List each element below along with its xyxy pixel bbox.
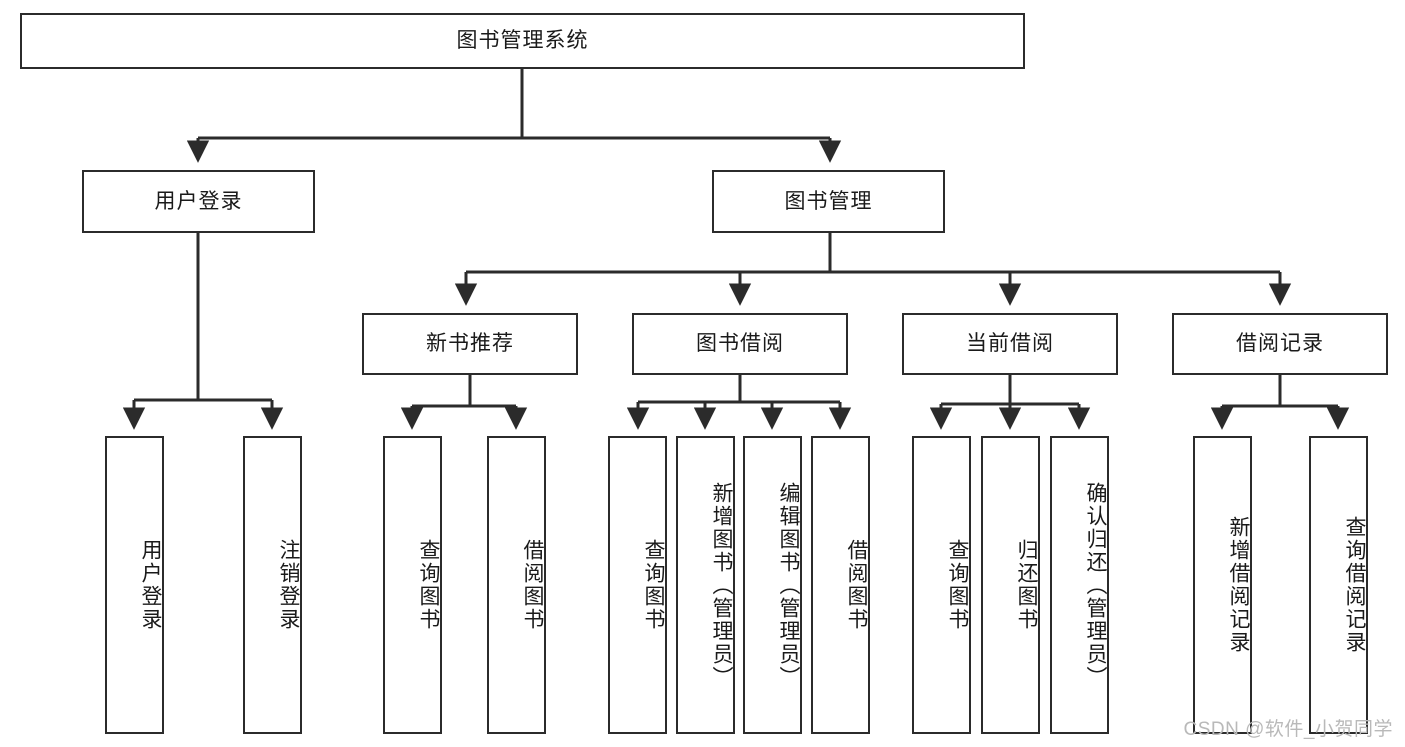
node-leaf-confirm-return-label: 确认归还（管理员） [1084, 481, 1107, 689]
node-leaf-borrow-book-1[interactable]: 借阅图书 [487, 436, 546, 734]
node-leaf-query-record-label: 查询借阅记录 [1343, 516, 1366, 654]
node-leaf-borrow-book-2-label: 借阅图书 [845, 539, 868, 631]
node-borrow-record[interactable]: 借阅记录 [1172, 313, 1388, 375]
watermark-text: CSDN @软件_小贺同学 [1183, 719, 1393, 740]
node-leaf-add-record[interactable]: 新增借阅记录 [1193, 436, 1252, 734]
node-leaf-edit-book[interactable]: 编辑图书（管理员） [743, 436, 802, 734]
node-borrow-record-label: 借阅记录 [1236, 332, 1324, 356]
node-book-borrow[interactable]: 图书借阅 [632, 313, 848, 375]
node-book-manage[interactable]: 图书管理 [712, 170, 945, 233]
node-leaf-user-login-label: 用户登录 [139, 539, 162, 631]
node-user-login-label: 用户登录 [154, 189, 243, 213]
node-leaf-query-record[interactable]: 查询借阅记录 [1309, 436, 1368, 734]
node-leaf-edit-book-label: 编辑图书（管理员） [777, 481, 800, 689]
node-leaf-user-login[interactable]: 用户登录 [105, 436, 164, 734]
node-leaf-return-book[interactable]: 归还图书 [981, 436, 1040, 734]
node-current-borrow[interactable]: 当前借阅 [902, 313, 1118, 375]
node-leaf-borrow-book-2[interactable]: 借阅图书 [811, 436, 870, 734]
node-leaf-query-book-3[interactable]: 查询图书 [912, 436, 971, 734]
node-leaf-user-logout[interactable]: 注销登录 [243, 436, 302, 734]
node-user-login[interactable]: 用户登录 [82, 170, 315, 233]
node-new-book-recommend[interactable]: 新书推荐 [362, 313, 578, 375]
node-current-borrow-label: 当前借阅 [966, 332, 1054, 356]
node-leaf-query-book-1-label: 查询图书 [417, 539, 440, 631]
node-leaf-add-book-label: 新增图书（管理员） [710, 481, 733, 689]
node-leaf-return-book-label: 归还图书 [1015, 539, 1038, 631]
node-root-label: 图书管理系统 [456, 29, 589, 53]
node-leaf-user-logout-label: 注销登录 [277, 539, 300, 631]
node-leaf-add-record-label: 新增借阅记录 [1227, 516, 1250, 654]
node-book-borrow-label: 图书借阅 [696, 332, 784, 356]
node-leaf-query-book-3-label: 查询图书 [946, 539, 969, 631]
node-book-manage-label: 图书管理 [784, 189, 873, 213]
node-leaf-query-book-1[interactable]: 查询图书 [383, 436, 442, 734]
node-leaf-borrow-book-1-label: 借阅图书 [521, 539, 544, 631]
node-new-book-recommend-label: 新书推荐 [426, 332, 514, 356]
node-leaf-query-book-2-label: 查询图书 [642, 539, 665, 631]
node-root[interactable]: 图书管理系统 [20, 13, 1025, 69]
node-leaf-add-book[interactable]: 新增图书（管理员） [676, 436, 735, 734]
node-leaf-confirm-return[interactable]: 确认归还（管理员） [1050, 436, 1109, 734]
node-leaf-query-book-2[interactable]: 查询图书 [608, 436, 667, 734]
